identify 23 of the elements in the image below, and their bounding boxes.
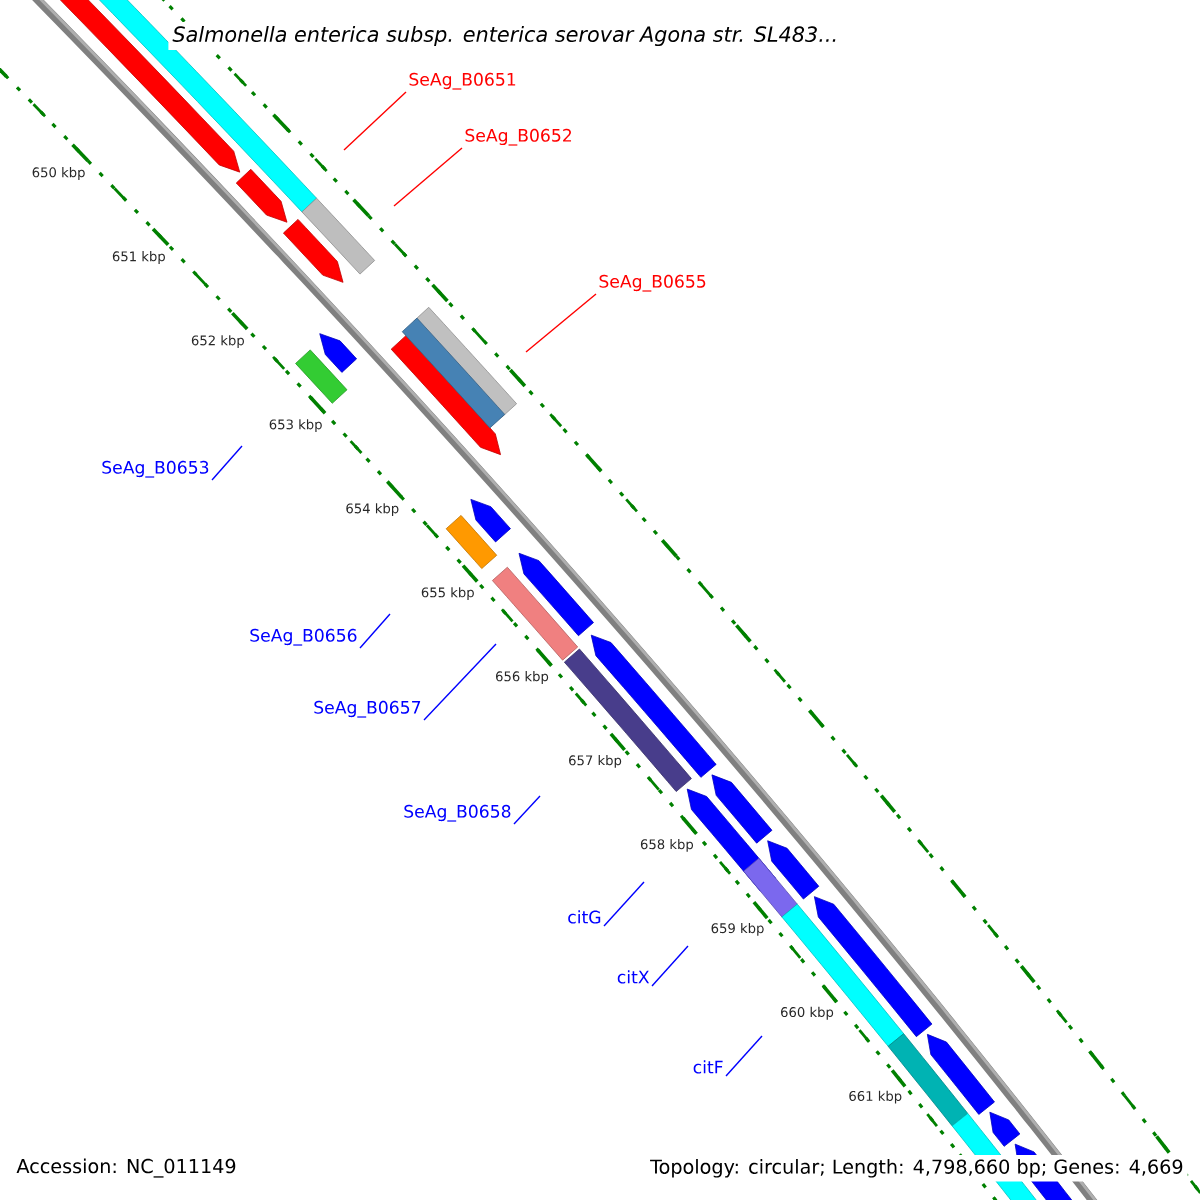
- leader-line: [603, 881, 645, 927]
- gene-label: citX: [617, 970, 650, 984]
- gene-label: SeAg_B0652: [465, 128, 572, 146]
- leader-line: [725, 1035, 763, 1077]
- gene-label: citG: [568, 910, 601, 924]
- gene-label: SeAg_B0657: [314, 700, 421, 718]
- gene-label: SeAg_B0651: [409, 72, 516, 90]
- leader-line: [343, 91, 407, 151]
- leader-line: [211, 445, 243, 481]
- leader-line: [525, 293, 597, 353]
- gene-label: SeAg_B0653: [102, 460, 209, 478]
- leader-line: [359, 613, 391, 649]
- gene-label: citF: [693, 1060, 723, 1074]
- title: Salmonella enterica subsp. enterica serovar Agona str. SL483...: [168, 21, 843, 51]
- gene-label: SeAg_B0658: [404, 804, 511, 822]
- footer-text: Accession: NC_011149: [12, 1154, 241, 1182]
- gene-label: SeAg_B0655: [599, 274, 706, 292]
- footer-text: Topology: circular; Length: 4,798,660 bp; Genes: 4,669: [646, 1155, 1188, 1182]
- leader-line: [513, 795, 541, 825]
- leader-line: [651, 945, 689, 987]
- leader-line: [393, 147, 463, 207]
- leader-line: [423, 643, 497, 721]
- gene-label: SeAg_B0656: [250, 628, 357, 646]
